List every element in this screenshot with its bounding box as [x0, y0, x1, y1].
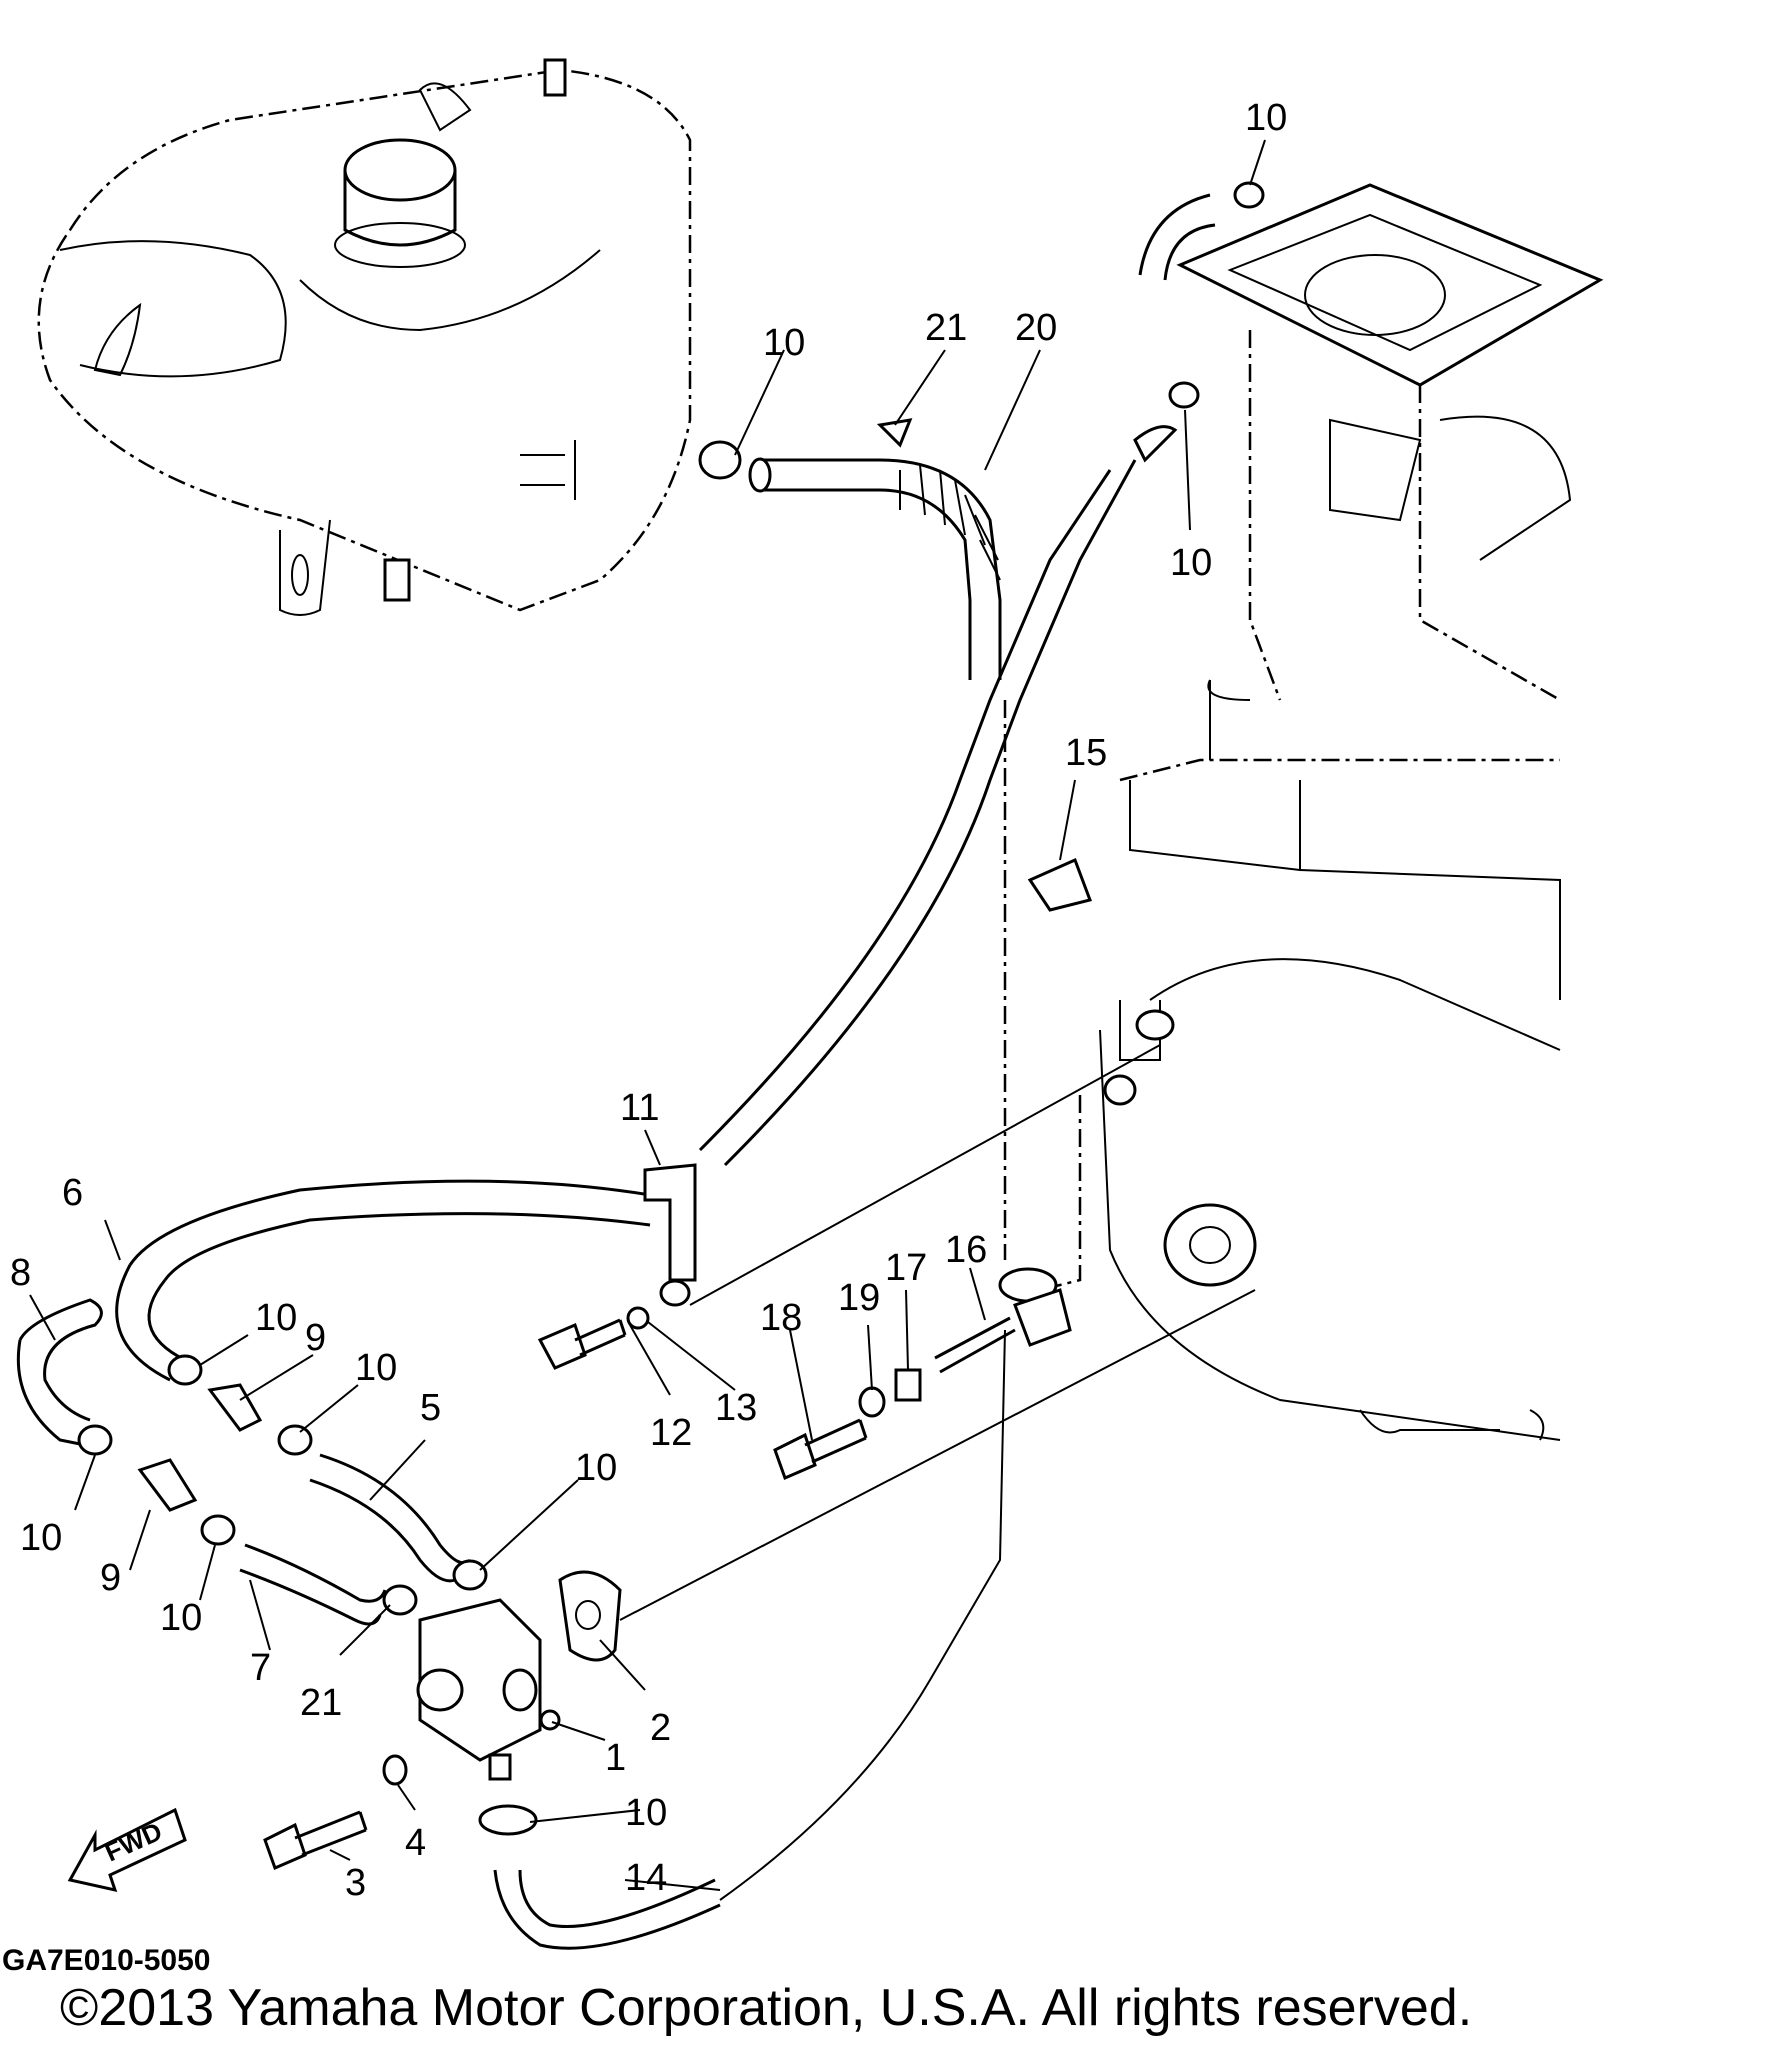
- callouts: 10 21 20 10 10 15 11 6 8 10 9 10 5 10 10…: [10, 97, 1287, 1904]
- callout-19: 19: [838, 1277, 880, 1319]
- callout-5: 5: [420, 1387, 441, 1429]
- callout-1: 1: [605, 1737, 626, 1779]
- callout-13: 13: [715, 1387, 757, 1429]
- fwd-arrow: FWD: [67, 1807, 187, 1893]
- intake-assembly: [1119, 183, 1604, 1000]
- copyright-notice: ©2013 Yamaha Motor Corporation, U.S.A. A…: [60, 1979, 1472, 2037]
- callout-9: 9: [305, 1317, 326, 1359]
- callout-10: 10: [1245, 97, 1287, 139]
- callout-8: 8: [10, 1252, 31, 1294]
- callout-10: 10: [255, 1297, 297, 1339]
- callout-7: 7: [250, 1647, 271, 1689]
- callout-21: 21: [925, 307, 967, 349]
- callout-10: 10: [575, 1447, 617, 1489]
- callout-18: 18: [760, 1297, 802, 1339]
- callout-10: 10: [763, 322, 805, 364]
- callout-6: 6: [62, 1172, 83, 1214]
- callout-3: 3: [345, 1862, 366, 1904]
- callout-2: 2: [650, 1707, 671, 1749]
- callout-10: 10: [1170, 542, 1212, 584]
- callout-9: 9: [100, 1557, 121, 1599]
- callout-4: 4: [405, 1822, 426, 1864]
- diagram-code: GA7E010-5050: [2, 1944, 210, 1977]
- oil-tank: [37, 58, 692, 616]
- hoses: [16, 193, 1256, 1950]
- callout-21: 21: [300, 1682, 342, 1724]
- callout-20: 20: [1015, 307, 1057, 349]
- callout-11: 11: [620, 1087, 659, 1129]
- callout-10: 10: [160, 1597, 202, 1639]
- small-parts: [77, 181, 1265, 1871]
- callout-16: 16: [945, 1229, 987, 1271]
- callout-10: 10: [20, 1517, 62, 1559]
- callout-15: 15: [1065, 732, 1107, 774]
- callout-10: 10: [625, 1792, 667, 1834]
- engine-crankcase: [1099, 958, 1561, 1441]
- callout-12: 12: [650, 1412, 692, 1454]
- callout-14: 14: [625, 1857, 667, 1899]
- callout-17: 17: [885, 1247, 927, 1289]
- callout-10: 10: [355, 1347, 397, 1389]
- leader-lines: [29, 139, 1266, 1891]
